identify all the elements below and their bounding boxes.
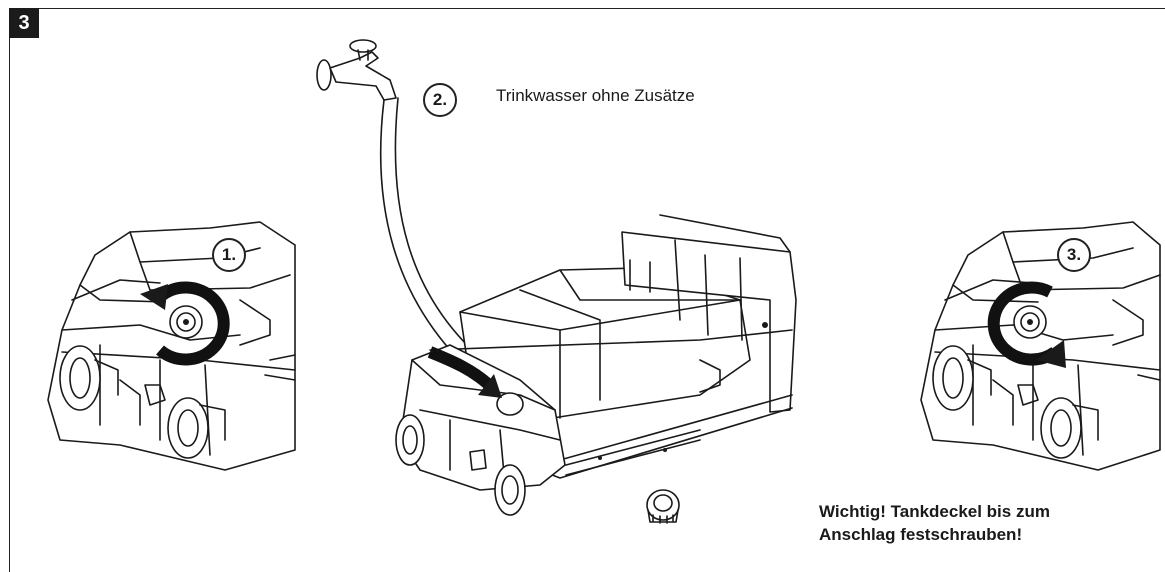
figure-frame bbox=[9, 8, 1165, 572]
faucet-icon bbox=[316, 39, 397, 101]
note-line-2: Anschlag festschrauben! bbox=[819, 525, 1023, 544]
machine-right-illustration bbox=[920, 221, 1161, 471]
machine-left-illustration bbox=[47, 221, 296, 471]
step-number-badge: 3 bbox=[9, 8, 39, 38]
drinking-water-label: Trinkwasser ohne Zusätze bbox=[496, 86, 695, 105]
important-note: Wichtig! Tankdeckel bis zum Anschlag fes… bbox=[819, 500, 1050, 546]
note-line-1: Wichtig! Tankdeckel bis zum bbox=[819, 502, 1050, 521]
tank-cap-icon bbox=[646, 489, 680, 524]
step-3-callout: 3. bbox=[1057, 238, 1091, 272]
down-arrow-icon bbox=[427, 346, 492, 389]
machine-center-illustration bbox=[395, 214, 797, 516]
counterclockwise-arrow-icon bbox=[156, 281, 230, 366]
clockwise-arrow-icon bbox=[987, 281, 1059, 366]
step-2-callout: 2. bbox=[423, 83, 457, 117]
step-1-callout: 1. bbox=[212, 238, 246, 272]
